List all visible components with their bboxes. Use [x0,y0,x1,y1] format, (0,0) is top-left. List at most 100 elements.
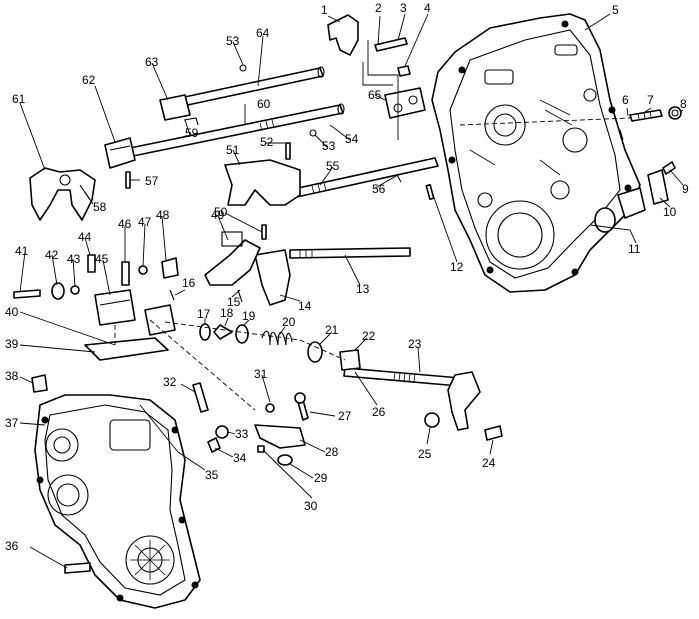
nut-29 [277,454,293,466]
callout-50: 50 [214,205,228,219]
callout-15: 15 [227,295,241,309]
shift-block-63 [159,94,191,121]
callout-26: 26 [372,405,386,419]
callout-23: 23 [408,337,422,351]
callout-59: 59 [185,126,199,140]
callout-40: 40 [5,305,19,319]
shift-fork-51 [224,159,301,206]
washer-33 [215,425,229,439]
callout-18: 18 [220,306,234,320]
callout-42: 42 [45,248,59,262]
shift-fork-61 [29,167,96,221]
callout-11: 11 [628,242,641,256]
pin-3 [374,37,408,52]
bracket-65 [384,87,426,119]
callout-25: 25 [418,447,432,461]
bracket-10 [647,169,669,205]
callout-16: 16 [182,276,196,290]
leader-lines [19,13,684,569]
callout-48: 48 [156,208,170,222]
callout-57: 57 [145,174,159,188]
shift-shaft-23 [343,367,461,387]
callout-33: 33 [235,427,249,441]
callout-1: 1 [321,3,328,17]
callout-24: 24 [482,456,496,470]
callout-19: 19 [242,309,256,323]
pin-32 [192,382,209,413]
bushing-21 [307,341,323,363]
callout-13: 13 [356,282,370,296]
callout-5: 5 [612,3,619,17]
bracket-28 [254,424,306,449]
shift-lever-1 [327,14,359,56]
washer-43 [70,285,80,295]
spring-20 [261,330,293,346]
callout-7: 7 [647,93,654,107]
callout-52: 52 [260,135,274,149]
shift-fork-14 [254,249,291,306]
pin-31 [265,403,275,413]
callout-8: 8 [680,97,687,111]
lever-shift-arm [447,371,481,431]
callout-58: 58 [93,200,107,214]
callout-labels: 1 2 3 4 5 6 7 8 9 10 11 12 13 14 15 16 1… [5,1,689,553]
callout-45: 45 [95,252,109,266]
callout-64: 64 [256,26,270,40]
shift-rail-13 [289,247,411,259]
clip-18 [213,324,233,340]
callout-41: 41 [15,244,29,258]
case-half-left [34,394,201,609]
callout-12: 12 [450,260,464,274]
callout-47: 47 [138,215,152,229]
callout-21: 21 [325,323,339,337]
callout-46: 46 [118,217,132,231]
shift-housing-45 [94,289,176,336]
callout-31: 31 [254,367,268,381]
callout-54: 54 [345,132,359,146]
callout-6: 6 [622,93,629,107]
lever-22 [339,349,361,371]
callout-43: 43 [67,252,81,266]
callout-34: 34 [233,451,247,465]
bolt-47 [138,265,148,275]
callout-44: 44 [78,230,92,244]
callout-37: 37 [5,416,19,430]
bolt-4 [397,65,411,77]
callout-2: 2 [375,1,382,15]
callout-9: 9 [682,182,689,196]
shift-lug-49 [204,231,261,286]
callout-51: 51 [226,143,240,157]
small-parts [79,64,624,453]
callout-28: 28 [325,445,339,459]
bolt-9 [662,161,676,175]
callout-55: 55 [326,159,340,173]
callout-29: 29 [314,471,328,485]
assembly-lines [114,117,631,411]
callout-32: 32 [163,375,177,389]
gasket-39 [84,337,169,361]
pin-48 [161,257,179,279]
callout-27: 27 [338,409,352,423]
callout-4: 4 [424,1,431,15]
callout-39: 39 [5,337,19,351]
guide-bracket [362,40,399,140]
callout-53b: 53 [322,139,336,153]
bolt-46 [121,261,130,286]
bolt-24 [484,425,503,441]
callout-20: 20 [282,315,296,329]
callout-38: 38 [5,369,19,383]
callout-56: 56 [372,182,386,196]
callout-30: 30 [304,499,318,513]
bolt-27 [294,392,309,421]
shift-rail-64 [179,66,325,107]
callout-60: 60 [257,97,271,111]
callout-49: 49 [211,208,225,222]
washer-42 [51,282,65,300]
callout-10: 10 [663,205,677,219]
callout-36: 36 [5,539,19,553]
nut-25 [424,412,440,428]
callout-65: 65 [368,88,382,102]
callout-63: 63 [145,55,159,69]
callout-22: 22 [362,329,376,343]
